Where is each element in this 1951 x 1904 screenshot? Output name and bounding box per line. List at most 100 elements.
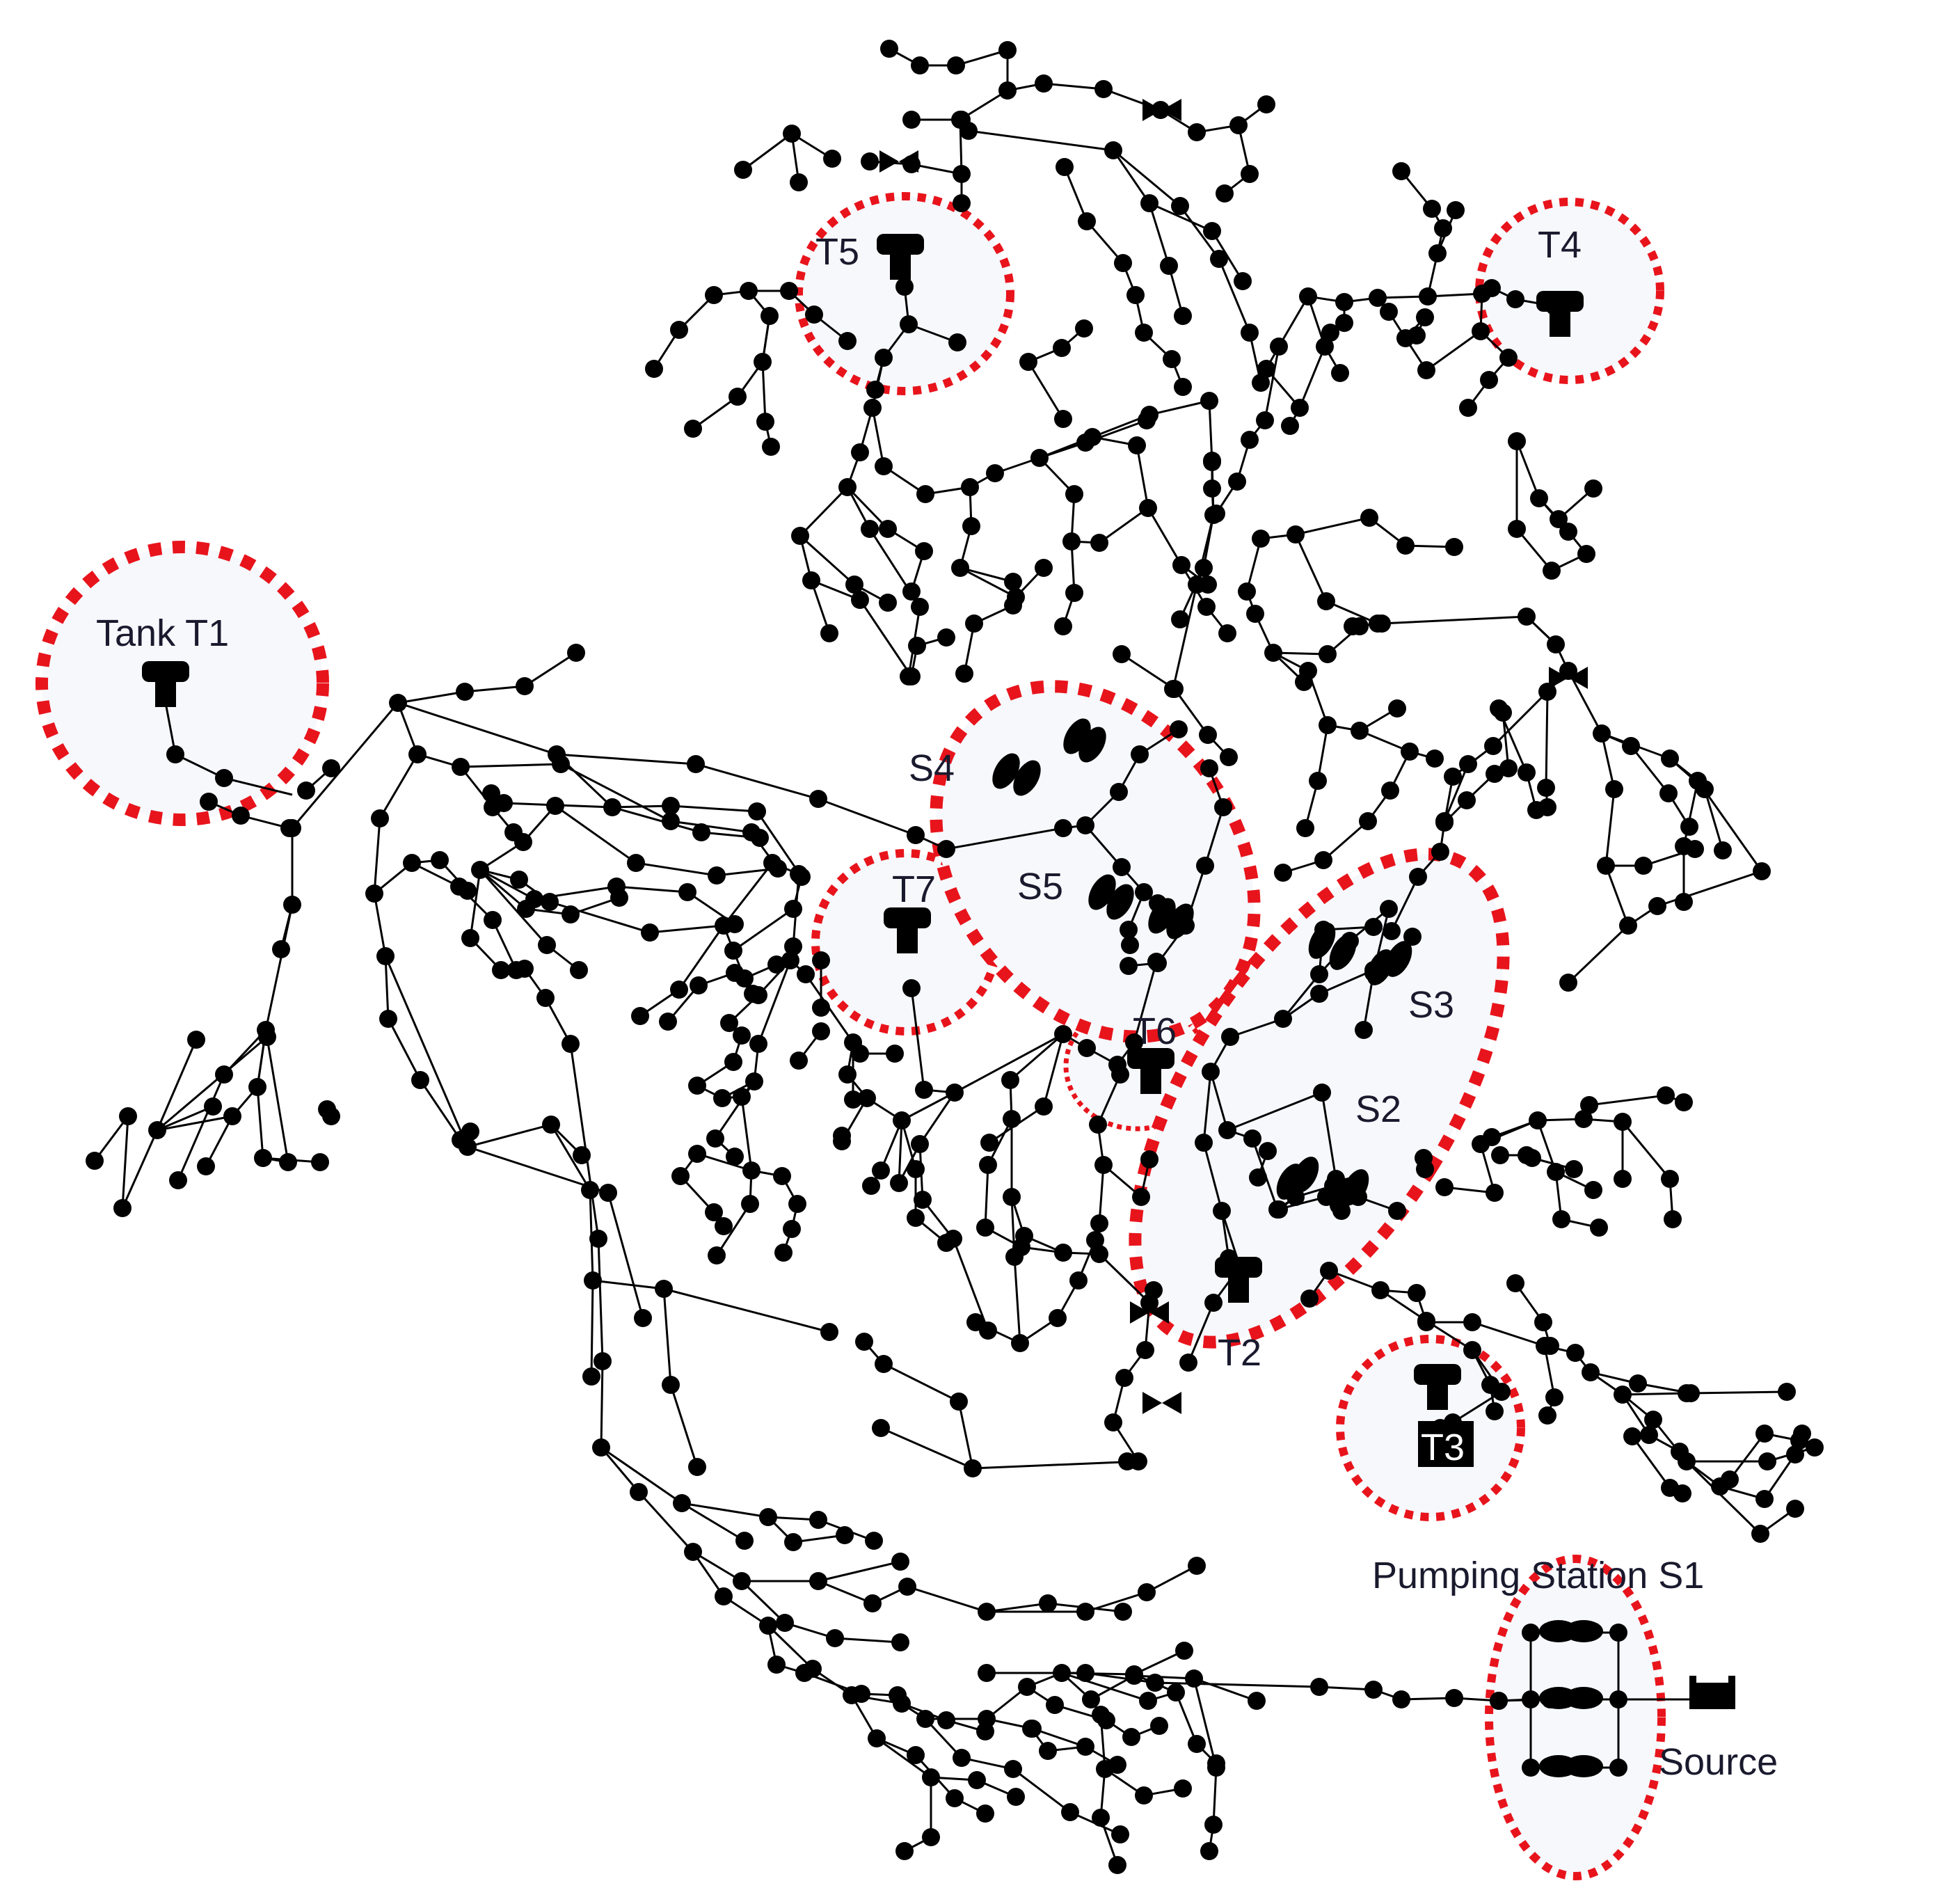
pipe-segment — [1502, 712, 1510, 769]
junction-node — [965, 614, 983, 633]
junction-node — [1104, 1413, 1122, 1431]
junction-node — [1132, 1188, 1150, 1206]
junction-node — [735, 1532, 754, 1550]
junction-node — [900, 315, 918, 333]
junction-node — [1174, 378, 1192, 396]
junction-node — [562, 905, 580, 923]
junction-node — [978, 1664, 996, 1682]
junction-node — [1140, 1150, 1158, 1168]
pipe-segment — [957, 1401, 1139, 1470]
junction-node — [1605, 780, 1623, 798]
junction-node — [525, 890, 543, 908]
junction-node — [866, 381, 884, 399]
junction-node — [389, 694, 407, 712]
junction-node — [1518, 608, 1536, 626]
junction-node — [1092, 1706, 1110, 1724]
t3-label: T3 — [1421, 1427, 1465, 1468]
junction-node — [1019, 353, 1037, 371]
junction-node — [726, 1148, 744, 1166]
pipe-segment — [1187, 1071, 1241, 1363]
junction-node — [1428, 244, 1447, 262]
junction-node — [1597, 857, 1615, 875]
junction-node — [1270, 1200, 1288, 1219]
junction-node — [1547, 1163, 1565, 1181]
junction-node — [872, 1161, 890, 1180]
junction-node — [1150, 1717, 1168, 1735]
pipe-segment — [1265, 296, 1309, 370]
junction-node — [1359, 812, 1377, 830]
junction-node — [1629, 1374, 1647, 1393]
junction-node — [200, 793, 218, 811]
junction-node — [1256, 411, 1274, 429]
valve-icon — [1142, 1392, 1181, 1414]
junction-node — [1069, 1271, 1088, 1290]
junction-node — [720, 1014, 738, 1032]
junction-node — [1188, 123, 1206, 141]
junction-node — [1675, 837, 1693, 855]
junction-node — [1623, 1427, 1641, 1445]
junction-node — [1082, 1690, 1100, 1708]
junction-node — [1035, 559, 1053, 577]
junction-node — [688, 1145, 706, 1163]
pipe-segment — [742, 132, 793, 171]
junction-node — [1664, 1210, 1682, 1228]
junction-node — [780, 282, 798, 300]
junction-node — [1435, 812, 1454, 830]
junction-node — [1274, 1010, 1292, 1028]
junction-node — [838, 1065, 857, 1084]
junction-node — [495, 794, 513, 812]
junction-node — [1203, 452, 1221, 470]
junction-node — [1552, 1210, 1570, 1228]
junction-node — [805, 306, 823, 324]
junction-node — [589, 1230, 607, 1248]
junction-node — [1164, 680, 1182, 698]
junction-node — [893, 1695, 911, 1713]
junction-node — [1721, 1470, 1739, 1489]
junction-node — [1220, 748, 1238, 766]
junction-node — [1463, 1313, 1481, 1331]
junction-node — [1287, 525, 1305, 544]
t2-label: T2 — [1218, 1332, 1261, 1374]
junction-node — [119, 1107, 137, 1125]
junction-node — [1118, 1452, 1136, 1470]
junction-node — [804, 1660, 822, 1678]
junction-node — [492, 961, 510, 979]
junction-node — [1229, 116, 1248, 134]
junction-node — [759, 1617, 777, 1635]
junction-node — [536, 989, 555, 1007]
junction-node — [1392, 162, 1410, 180]
junction-node — [976, 1804, 994, 1823]
junction-node — [86, 1152, 104, 1170]
junction-node — [1409, 868, 1427, 886]
junction-node — [879, 594, 897, 612]
junction-node — [187, 1031, 205, 1049]
junction-node — [1584, 1181, 1602, 1199]
junction-node — [951, 559, 969, 577]
junction-node — [1522, 1624, 1540, 1642]
pipe-segment — [157, 1105, 214, 1132]
junction-node — [1274, 864, 1292, 882]
junction-node — [1619, 917, 1637, 935]
junction-node — [1135, 883, 1153, 901]
junction-node — [1648, 897, 1666, 915]
junction-node — [759, 1508, 777, 1526]
junction-node — [678, 883, 696, 901]
junction-node — [1310, 985, 1328, 1003]
junction-node — [1089, 1116, 1107, 1134]
junction-node — [961, 478, 979, 496]
junction-node — [403, 854, 421, 872]
junction-node — [272, 940, 290, 958]
junction-node — [655, 1280, 673, 1298]
junction-node — [823, 150, 841, 168]
junction-node — [1447, 201, 1465, 219]
junction-node — [641, 923, 659, 942]
junction-node — [1004, 573, 1022, 591]
pipe-segment — [910, 987, 925, 1090]
junction-node — [1331, 364, 1349, 382]
junction-node — [1172, 556, 1190, 574]
junction-node — [1614, 1170, 1632, 1188]
junction-node — [562, 1035, 580, 1053]
junction-node — [573, 1146, 591, 1164]
s3-label: S3 — [1408, 984, 1454, 1026]
junction-node — [1075, 319, 1093, 338]
